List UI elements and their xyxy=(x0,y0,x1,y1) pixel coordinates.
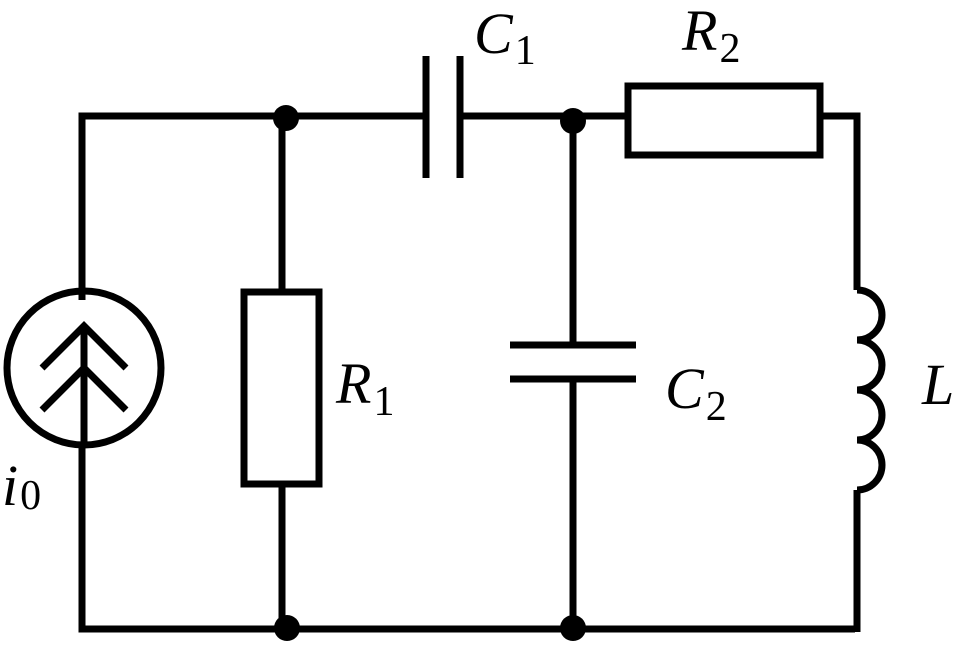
junctions xyxy=(273,105,586,641)
label-c2: C2 xyxy=(665,356,727,430)
label-l: L xyxy=(921,352,954,417)
resistor-r2 xyxy=(624,82,824,159)
wire-top-right xyxy=(820,112,861,290)
wires xyxy=(78,112,861,633)
junction-dot xyxy=(560,615,586,641)
label-r2: R2 xyxy=(681,0,740,72)
junction-dot xyxy=(273,105,299,131)
wire-left-bottom xyxy=(78,448,855,633)
label-r1: R1 xyxy=(335,351,394,425)
current-source-arrow-upper xyxy=(39,321,129,371)
current-source xyxy=(3,287,165,449)
label-c1: C1 xyxy=(474,1,536,74)
inductor-l xyxy=(856,286,886,494)
capacitor-c2 xyxy=(510,341,636,383)
resistor-r1 xyxy=(240,288,323,488)
label-i0: i0 xyxy=(2,453,41,519)
wire-left-top xyxy=(78,112,424,300)
capacitor-c1 xyxy=(422,56,464,178)
junction-dot xyxy=(274,615,300,641)
current-source-arrow-lower xyxy=(39,363,129,413)
junction-dot xyxy=(560,108,586,134)
